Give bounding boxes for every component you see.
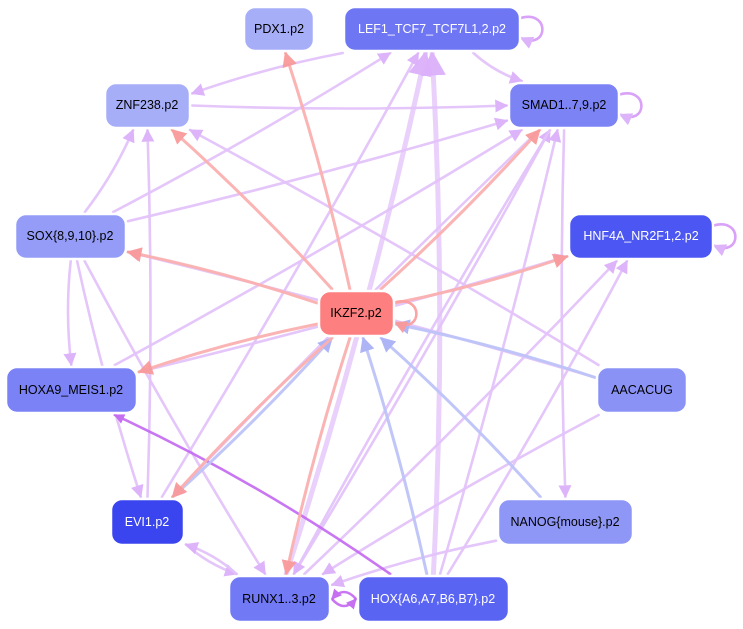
edge-hox-to-smad	[438, 128, 562, 576]
edge-smad-to-smad	[615, 92, 643, 126]
edge-runx-to-evi1	[184, 542, 238, 576]
edge-hox-to-hnf4a	[446, 259, 629, 576]
edge-sox-to-smad	[126, 117, 509, 223]
edge-ikzf2-to-runx	[281, 336, 352, 576]
node-aacacug-label: AACACUG	[611, 383, 673, 397]
node-lef1-label: LEF1_TCF7_TCF7L1,2.p2	[358, 22, 506, 36]
edge-ikzf2-to-ikzf2	[390, 300, 418, 334]
node-smad-label: SMAD1..7,9.p2	[522, 98, 607, 112]
node-hnf4a-label: HNF4A_NR2F1,2.p2	[583, 229, 698, 243]
edge-runx-to-hnf4a	[303, 259, 618, 576]
edge-hox-to-hoxa9	[113, 413, 392, 576]
edge-evi1-to-znf238	[141, 128, 155, 499]
edge-runx-to-smad	[292, 128, 552, 576]
node-aacacug-box	[595, 365, 689, 415]
node-lef1[interactable]: LEF1_TCF7_TCF7L1,2.p2	[342, 5, 522, 53]
edge-nanog-to-ikzf2	[379, 336, 542, 499]
node-sox-label: SOX{8,9,10}.p2	[27, 229, 114, 243]
edge-sox-to-znf238	[83, 128, 135, 214]
node-hox-box	[356, 574, 511, 624]
edge-ikzf2-to-znf238	[170, 128, 334, 291]
edge-hox-to-lef1	[420, 50, 446, 577]
edge-aacacug-to-runx	[321, 413, 600, 576]
edge-ikzf2-to-smad	[379, 128, 542, 291]
node-hox[interactable]: HOX{A6,A7,B6,B7}.p2	[356, 574, 511, 624]
edge-ikzf2-to-evi1	[171, 336, 334, 499]
edge-nanog-to-runx	[330, 539, 498, 588]
edge-lef1-to-lef1	[516, 15, 544, 49]
node-pdx1[interactable]: PDX1.p2	[242, 5, 316, 53]
node-hoxa9-box	[4, 365, 139, 415]
edge-hnf4a-to-hnf4a	[709, 223, 737, 257]
edge-hoxa9-to-smad	[113, 128, 523, 367]
edge-aacacug-to-ikzf2	[394, 319, 597, 379]
node-smad-box	[507, 81, 621, 130]
node-aacacug[interactable]: AACACUG	[595, 365, 689, 415]
edge-smad-to-runx	[292, 128, 552, 576]
node-hox-label: HOX{A6,A7,B6,B7}.p2	[371, 592, 495, 606]
edge-znf238-to-smad	[190, 99, 509, 113]
edge-evi1-to-ikzf2	[171, 336, 334, 499]
node-hnf4a[interactable]: HNF4A_NR2F1,2.p2	[567, 212, 715, 261]
edge-aacacug-to-znf238	[188, 128, 600, 367]
node-evi1-box	[109, 497, 186, 547]
node-nanog-label: NANOG{mouse}.p2	[510, 515, 619, 529]
edge-lef1-to-smad	[472, 51, 523, 84]
node-hoxa9-label: HOXA9_MEIS1.p2	[19, 383, 123, 397]
edge-ikzf2-to-sox	[126, 247, 319, 305]
node-nanog[interactable]: NANOG{mouse}.p2	[496, 497, 635, 547]
node-pdx1-label: PDX1.p2	[254, 22, 304, 36]
node-evi1-label: EVI1.p2	[125, 515, 170, 529]
node-znf238[interactable]: ZNF238.p2	[103, 81, 192, 130]
node-sox-box	[13, 212, 128, 261]
edge-sox-to-hoxa9	[63, 259, 77, 367]
node-hnf4a-box	[567, 212, 715, 261]
edge-sox-to-runx	[83, 259, 267, 576]
edge-evi1-to-runx	[184, 543, 238, 577]
edge-runx-to-hox	[330, 597, 358, 610]
node-ikzf2-label: IKZF2.p2	[330, 306, 381, 320]
node-nanog-box	[496, 497, 635, 547]
edge-hox-to-ikzf2	[360, 336, 429, 576]
node-ikzf2-box	[317, 289, 396, 338]
node-znf238-label: ZNF238.p2	[116, 98, 179, 112]
node-sox[interactable]: SOX{8,9,10}.p2	[13, 212, 128, 261]
edge-sox-to-lef1	[111, 51, 392, 214]
node-hoxa9[interactable]: HOXA9_MEIS1.p2	[4, 365, 139, 415]
node-lef1-box	[342, 5, 522, 53]
edge-hox-to-runx	[330, 588, 358, 601]
nodes-layer: PDX1.p2 LEF1_TCF7_TCF7L1,2.p2 ZNF238.p2 …	[4, 5, 715, 624]
node-pdx1-box	[242, 5, 316, 53]
node-evi1[interactable]: EVI1.p2	[109, 497, 186, 547]
node-runx-label: RUNX1..3.p2	[242, 592, 316, 606]
node-runx-box	[227, 574, 332, 624]
edge-lef1-to-znf238	[190, 51, 344, 96]
edge-ikzf2-to-hoxa9	[137, 322, 319, 375]
node-runx[interactable]: RUNX1..3.p2	[227, 574, 332, 624]
edge-evi1-to-lef1	[160, 51, 420, 499]
edge-ikzf2-to-hnf4a	[394, 253, 569, 305]
node-znf238-box	[103, 81, 192, 130]
edge-smad-to-nanog	[558, 128, 572, 499]
edge-ikzf2-to-pdx1	[282, 51, 352, 291]
node-smad[interactable]: SMAD1..7,9.p2	[507, 81, 621, 130]
node-ikzf2[interactable]: IKZF2.p2	[317, 289, 396, 338]
